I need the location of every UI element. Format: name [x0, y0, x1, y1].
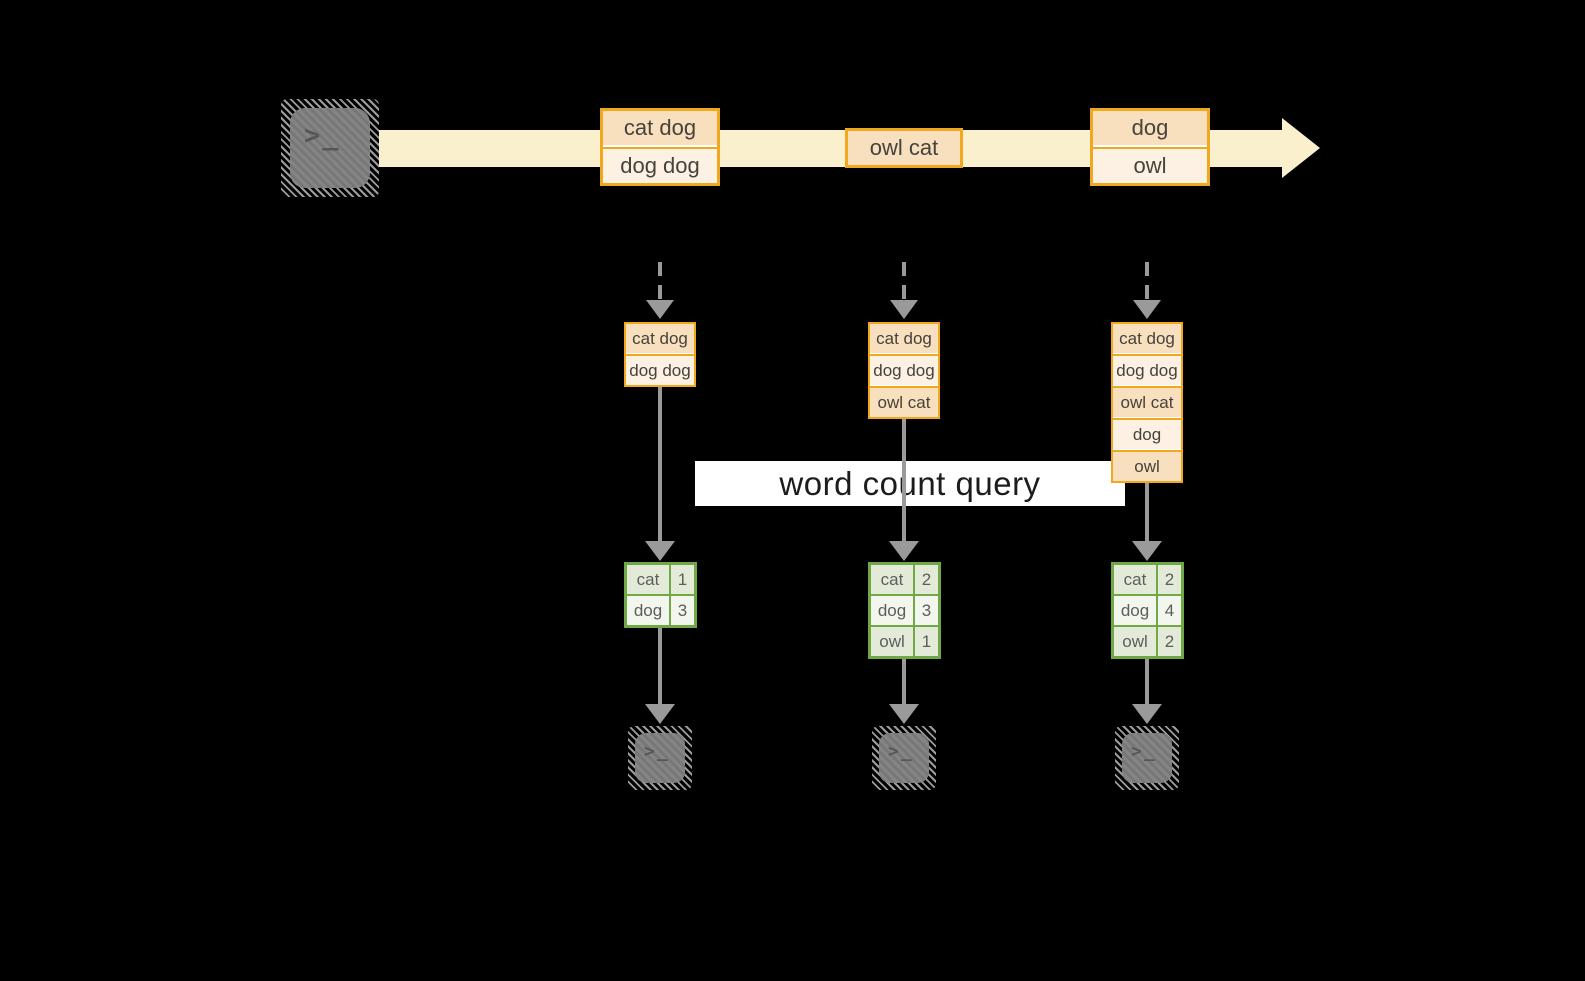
input-stack-2: cat dog dog dog owl cat [868, 322, 940, 419]
input-line: dog dog [626, 354, 694, 385]
batch-line: owl cat [848, 131, 960, 165]
word-cell: dog [627, 596, 669, 625]
output-arrow-line [658, 628, 662, 704]
input-stack-1: cat dog dog dog [624, 322, 696, 387]
query-arrow-head [1132, 541, 1162, 561]
input-line: cat dog [870, 324, 938, 353]
batch-line: owl [1093, 147, 1207, 183]
batch-line: dog dog [603, 147, 717, 183]
input-line: owl [1113, 450, 1181, 481]
count-cell: 1 [915, 627, 938, 656]
output-arrow-head [645, 704, 675, 724]
word-cell: dog [1114, 596, 1156, 625]
query-arrow-head [889, 541, 919, 561]
word-cell: dog [871, 596, 913, 625]
batch-box-3: dog owl [1090, 108, 1210, 186]
query-label-band: word count query [695, 461, 1125, 506]
count-cell: 3 [671, 596, 694, 625]
input-stack-3: cat dog dog dog owl cat dog owl [1111, 322, 1183, 483]
word-cell: cat [1114, 565, 1156, 594]
result-table-2: cat 2 dog 3 owl 1 [868, 562, 941, 659]
batch-line: cat dog [603, 111, 717, 145]
query-arrow-line [658, 387, 662, 541]
result-table-1: cat 1 dog 3 [624, 562, 697, 628]
dashed-arrow-head [1133, 300, 1161, 319]
terminal-screen: >_ [1122, 733, 1172, 783]
terminal-screen: >_ [635, 733, 685, 783]
word-cell: owl [871, 627, 913, 656]
input-line: owl cat [870, 386, 938, 417]
query-label: word count query [779, 464, 1041, 502]
dashed-arrow-head [890, 300, 918, 319]
count-cell: 1 [671, 565, 694, 594]
input-line: cat dog [1113, 324, 1181, 353]
input-line: dog dog [1113, 354, 1181, 385]
query-arrow-line [1145, 483, 1149, 541]
terminal-prompt-glyph: >_ [1131, 741, 1157, 762]
sink-terminal-icon-1: >_ [628, 726, 692, 790]
output-arrow-head [889, 704, 919, 724]
dashed-arrow-line [902, 262, 906, 300]
terminal-prompt-glyph: >_ [644, 741, 670, 762]
terminal-prompt-glyph: >_ [304, 120, 341, 151]
word-cell: cat [871, 565, 913, 594]
stream-timeline-arrowhead [1282, 118, 1320, 178]
dashed-arrow-line [658, 262, 662, 300]
output-arrow-head [1132, 704, 1162, 724]
dashed-arrow-line [1145, 262, 1149, 300]
batch-box-1: cat dog dog dog [600, 108, 720, 186]
word-cell: cat [627, 565, 669, 594]
sink-terminal-icon-2: >_ [872, 726, 936, 790]
batch-line: dog [1093, 111, 1207, 145]
batch-box-2: owl cat [845, 128, 963, 168]
count-cell: 2 [1158, 627, 1181, 656]
sink-terminal-icon-3: >_ [1115, 726, 1179, 790]
terminal-screen: >_ [290, 108, 370, 188]
input-line: dog dog [870, 354, 938, 385]
input-line: dog [1113, 418, 1181, 449]
result-table-3: cat 2 dog 4 owl 2 [1111, 562, 1184, 659]
count-cell: 2 [1158, 565, 1181, 594]
count-cell: 4 [1158, 596, 1181, 625]
terminal-prompt-glyph: >_ [888, 741, 914, 762]
output-arrow-line [902, 659, 906, 704]
source-terminal-icon: >_ [281, 99, 379, 197]
word-cell: owl [1114, 627, 1156, 656]
input-line: cat dog [626, 324, 694, 353]
input-line: owl cat [1113, 386, 1181, 417]
query-arrow-line [902, 419, 906, 541]
query-arrow-head [645, 541, 675, 561]
output-arrow-line [1145, 659, 1149, 704]
dashed-arrow-head [646, 300, 674, 319]
terminal-screen: >_ [879, 733, 929, 783]
count-cell: 2 [915, 565, 938, 594]
count-cell: 3 [915, 596, 938, 625]
